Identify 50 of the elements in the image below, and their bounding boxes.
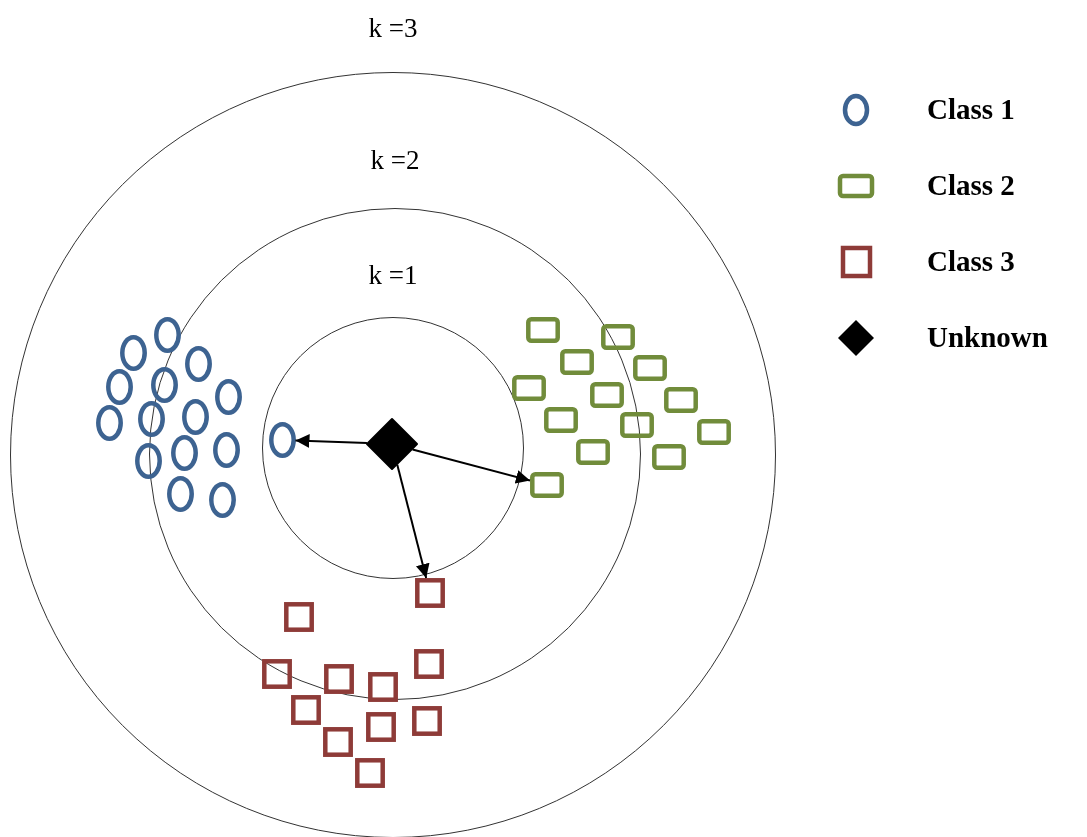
- class-2-point: [590, 382, 624, 408]
- class-3-point: [415, 578, 445, 608]
- class-3-point: [284, 602, 314, 632]
- arrow: [396, 463, 430, 579]
- legend-label: Class 2: [927, 168, 1015, 202]
- class-2-point: [697, 419, 731, 445]
- class-2-point: [620, 412, 654, 438]
- k-label: k =2: [370, 145, 420, 176]
- class-2-point: [601, 324, 635, 350]
- class-3-point: [414, 649, 444, 679]
- class-3-point: [368, 672, 398, 702]
- class-3-point: [291, 695, 321, 725]
- class-1-point: [119, 335, 147, 371]
- k-label: k =3: [368, 13, 418, 44]
- class-2-point: [544, 407, 578, 433]
- class-1-point: [212, 432, 240, 468]
- class-3-point: [366, 712, 396, 742]
- class-3-point: [324, 664, 354, 694]
- class-1-point: [184, 346, 212, 382]
- class-1-point: [166, 476, 194, 512]
- class-1-point: [150, 367, 178, 403]
- class-2-point: [512, 375, 546, 401]
- class-2-point: [576, 439, 610, 465]
- class-1-point: [170, 435, 198, 471]
- class-3-point: [355, 758, 385, 788]
- class-3-point: [412, 706, 442, 736]
- class-2-point: [526, 317, 560, 343]
- legend-label: Unknown: [927, 320, 1048, 354]
- class-3-point: [323, 727, 353, 757]
- class-1-point: [214, 379, 242, 415]
- legend-label: Class 1: [927, 92, 1015, 126]
- class-2-point: [664, 387, 698, 413]
- class-1-point: [181, 399, 209, 435]
- class-1-point: [95, 405, 123, 441]
- unknown-point: [366, 418, 418, 470]
- k-label: k =1: [368, 260, 418, 291]
- class-2-point: [560, 349, 594, 375]
- class-2-point: [633, 355, 667, 381]
- class-1-point: [268, 422, 296, 458]
- class-1-point: [208, 482, 236, 518]
- class-3-point: [262, 659, 292, 689]
- arrow: [411, 448, 531, 484]
- class-2-point: [652, 444, 686, 470]
- legend-label: Class 3: [927, 244, 1015, 278]
- class-2-point: [530, 472, 564, 498]
- class-1-point: [137, 401, 165, 437]
- class-1-point: [153, 317, 181, 353]
- class-1-point: [105, 369, 133, 405]
- class-1-point: [134, 443, 162, 479]
- arrow: [294, 434, 368, 448]
